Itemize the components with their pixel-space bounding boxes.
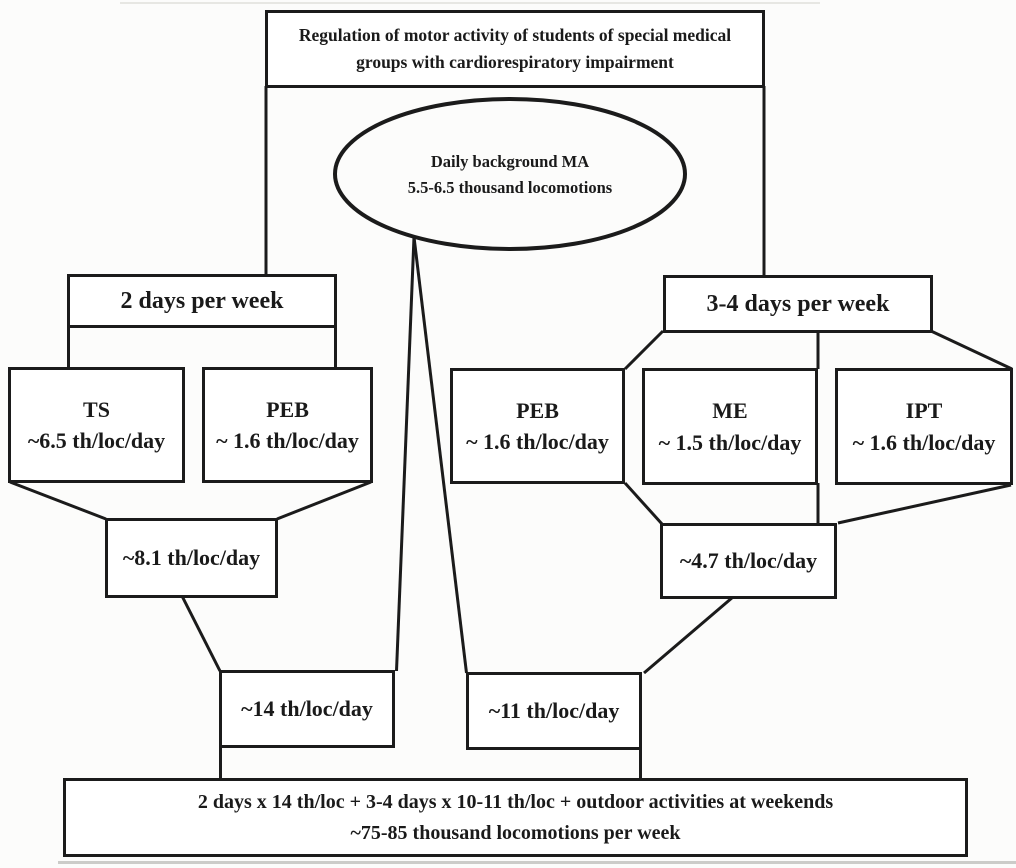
left-subtotal-value: ~8.1 th/loc/day xyxy=(122,545,261,571)
left-subtotal-box: ~8.1 th/loc/day xyxy=(105,518,278,598)
connector-right-week-to-peb xyxy=(623,329,665,371)
left-week-label: 2 days per week xyxy=(120,287,284,314)
peb-mid-name: PEB xyxy=(516,397,559,423)
me-name: ME xyxy=(712,398,748,424)
daily-background-line2: 5.5-6.5 thousand locomotions xyxy=(407,178,613,197)
ts-value: ~6.5 th/loc/day xyxy=(27,428,166,453)
title-line2: groups with cardiorespiratory impairment xyxy=(356,52,674,72)
scan-artifact-line xyxy=(58,861,1016,864)
connector-ipt-to-right-subtotal xyxy=(837,483,1012,525)
right-total-value: ~11 th/loc/day xyxy=(488,698,620,724)
left-total-box: ~14 th/loc/day xyxy=(219,670,395,748)
me-value: ~ 1.5 th/loc/day xyxy=(658,429,802,455)
title-line1: Regulation of motor activity of students… xyxy=(298,24,732,45)
right-subtotal-box: ~4.7 th/loc/day xyxy=(660,523,837,599)
peb-left-value: ~ 1.6 th/loc/day xyxy=(216,428,359,453)
connector-peb-to-left-subtotal xyxy=(276,480,372,521)
connector-ellipse-to-right-total xyxy=(412,236,468,674)
left-total-value: ~14 th/loc/day xyxy=(241,696,373,722)
ipt-box: IPT ~ 1.6 th/loc/day xyxy=(835,368,1013,485)
connector-ts-to-left-subtotal xyxy=(9,480,107,521)
right-subtotal-value: ~4.7 th/loc/day xyxy=(679,548,818,574)
connector-ellipse-to-left-total xyxy=(395,236,416,672)
right-week-box: 3-4 days per week xyxy=(663,275,933,333)
right-total-box: ~11 th/loc/day xyxy=(466,672,642,750)
scan-artifact-top xyxy=(120,2,820,4)
ipt-value: ~ 1.6 th/loc/day xyxy=(852,429,996,455)
weekly-summary-line1: 2 days x 14 th/loc + 3-4 days x 10-11 th… xyxy=(197,791,834,814)
connector-right-subtotal-to-right-total xyxy=(643,595,734,675)
me-box: ME ~ 1.5 th/loc/day xyxy=(642,368,818,485)
peb-left-name: PEB xyxy=(266,396,309,422)
peb-left-box: PEB ~ 1.6 th/loc/day xyxy=(202,367,373,483)
daily-background-label: Daily background MA 5.5-6.5 thousand loc… xyxy=(360,131,660,219)
left-week-box: 2 days per week xyxy=(67,274,337,328)
connector-peb-to-right-subtotal xyxy=(623,481,664,526)
ipt-name: IPT xyxy=(905,398,943,424)
peb-mid-value: ~ 1.6 th/loc/day xyxy=(466,429,609,454)
title-box: Regulation of motor activity of students… xyxy=(265,10,765,88)
connector-left-subtotal-to-left-total xyxy=(180,595,222,672)
right-week-label: 3-4 days per week xyxy=(706,290,890,317)
connector-right-week-to-ipt xyxy=(930,329,1013,371)
daily-background-line1: Daily background MA xyxy=(430,151,590,171)
ts-name: TS xyxy=(83,396,110,422)
ts-box: TS ~6.5 th/loc/day xyxy=(8,367,185,483)
weekly-summary-line2: ~75-85 thousand locomotions per week xyxy=(350,821,681,844)
daily-background-ellipse-outline xyxy=(333,97,687,251)
peb-mid-box: PEB ~ 1.6 th/loc/day xyxy=(450,368,625,484)
weekly-summary-box: 2 days x 14 th/loc + 3-4 days x 10-11 th… xyxy=(63,778,968,857)
